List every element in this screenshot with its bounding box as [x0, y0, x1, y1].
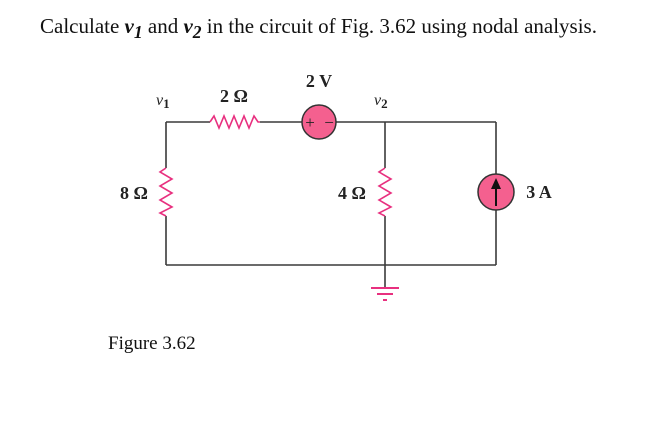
voltage-source-circle	[301, 104, 337, 140]
figure-caption: Figure 3.62	[108, 333, 196, 354]
node-label-v2: v2	[374, 92, 388, 111]
wires	[165, 121, 497, 287]
v1-symbol: v1	[124, 14, 143, 43]
resistor-2ohm	[209, 113, 260, 131]
current-source-3a	[477, 173, 515, 211]
minus-sign: −	[324, 113, 334, 132]
question-prefix: Calculate	[40, 14, 125, 38]
plus-sign: +	[305, 113, 315, 132]
resistor-4ohm	[377, 167, 393, 217]
v2-symbol: v2	[183, 14, 202, 43]
label-3a: 3 A	[526, 182, 552, 202]
problem-statement: Calculate v1 and v2 in the circuit of Fi…	[40, 14, 597, 43]
voltage-source-2v: + −	[301, 104, 337, 140]
question-mid: and	[142, 14, 184, 38]
label-8ohm: 8 Ω	[120, 183, 148, 203]
ground-icon	[371, 287, 399, 301]
label-2ohm: 2 Ω	[220, 86, 248, 106]
label-4ohm: 4 Ω	[338, 183, 366, 203]
arrowhead-icon	[491, 178, 501, 189]
node-label-v1: v1	[156, 92, 170, 111]
resistor-8ohm	[158, 167, 174, 217]
question-suffix: in the circuit of Fig. 3.62 using nodal …	[201, 14, 597, 38]
label-2v: 2 V	[306, 71, 332, 91]
